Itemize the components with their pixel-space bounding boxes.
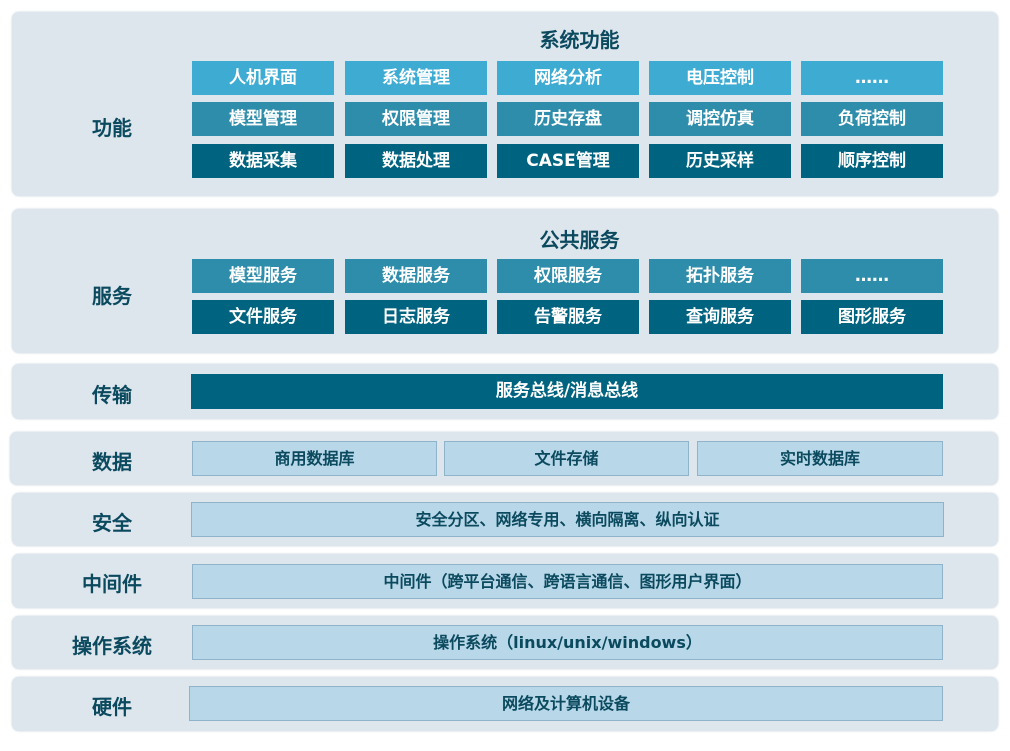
layer-data: 数据 商用数据库 文件存储 实时数据库 [10, 432, 998, 485]
function-module: 数据采集 [192, 144, 334, 178]
function-module: 系统管理 [345, 61, 487, 95]
service-module: 告警服务 [497, 300, 639, 334]
function-module: 电压控制 [649, 61, 791, 95]
function-module: 网络分析 [497, 61, 639, 95]
service-module: 拓扑服务 [649, 259, 791, 293]
layer-label: 中间件 [82, 572, 142, 596]
layer-title: 系统功能 [539, 28, 620, 52]
layer-label: 传输 [92, 383, 132, 407]
service-module: 文件服务 [192, 300, 334, 334]
layer-label: 服务 [92, 284, 132, 308]
function-module: 负荷控制 [801, 102, 943, 136]
service-module: 查询服务 [649, 300, 791, 334]
bus-bar: 服务总线/消息总线 [191, 374, 943, 409]
layer-transport: 传输 服务总线/消息总线 [12, 364, 998, 419]
os-bar: 操作系统（linux/unix/windows） [192, 625, 943, 660]
security-bar: 安全分区、网络专用、横向隔离、纵向认证 [191, 502, 944, 537]
function-module: CASE管理 [497, 144, 639, 178]
function-module: 模型管理 [192, 102, 334, 136]
data-item: 实时数据库 [697, 441, 943, 476]
service-module: 模型服务 [192, 259, 334, 293]
service-module: 数据服务 [345, 259, 487, 293]
layer-label: 数据 [92, 450, 132, 474]
service-module: 权限服务 [497, 259, 639, 293]
layer-title: 公共服务 [539, 228, 620, 252]
layer-label: 操作系统 [72, 634, 152, 658]
service-module: …… [801, 259, 943, 293]
function-module: 历史采样 [649, 144, 791, 178]
data-item: 商用数据库 [192, 441, 437, 476]
function-module: 调控仿真 [649, 102, 791, 136]
function-module: 顺序控制 [801, 144, 943, 178]
layer-security: 安全 安全分区、网络专用、横向隔离、纵向认证 [12, 493, 998, 546]
middleware-bar: 中间件（跨平台通信、跨语言通信、图形用户界面） [192, 564, 943, 599]
hardware-bar: 网络及计算机设备 [189, 686, 943, 721]
function-module: 历史存盘 [497, 102, 639, 136]
function-module: 数据处理 [345, 144, 487, 178]
function-module: 权限管理 [345, 102, 487, 136]
layer-label: 功能 [92, 116, 132, 140]
layer-service: 服务 公共服务 模型服务数据服务权限服务拓扑服务 …… 文件服务日志服务告警服务查询… [12, 209, 998, 353]
service-module: 图形服务 [801, 300, 943, 334]
layer-os: 操作系统 操作系统（linux/unix/windows） [12, 616, 998, 669]
function-module: …… [801, 61, 943, 95]
layer-hardware: 硬件 网络及计算机设备 [12, 677, 998, 731]
layer-label: 安全 [92, 511, 132, 535]
function-module: 人机界面 [192, 61, 334, 95]
layer-middleware: 中间件 中间件（跨平台通信、跨语言通信、图形用户界面） [12, 554, 998, 608]
service-module: 日志服务 [345, 300, 487, 334]
layer-label: 硬件 [92, 695, 132, 719]
data-item: 文件存储 [444, 441, 689, 476]
layer-function: 功能 系统功能 人机界面系统管理网络分析电压控制 …… 模型管理权限管理历史存盘调控… [12, 12, 998, 196]
